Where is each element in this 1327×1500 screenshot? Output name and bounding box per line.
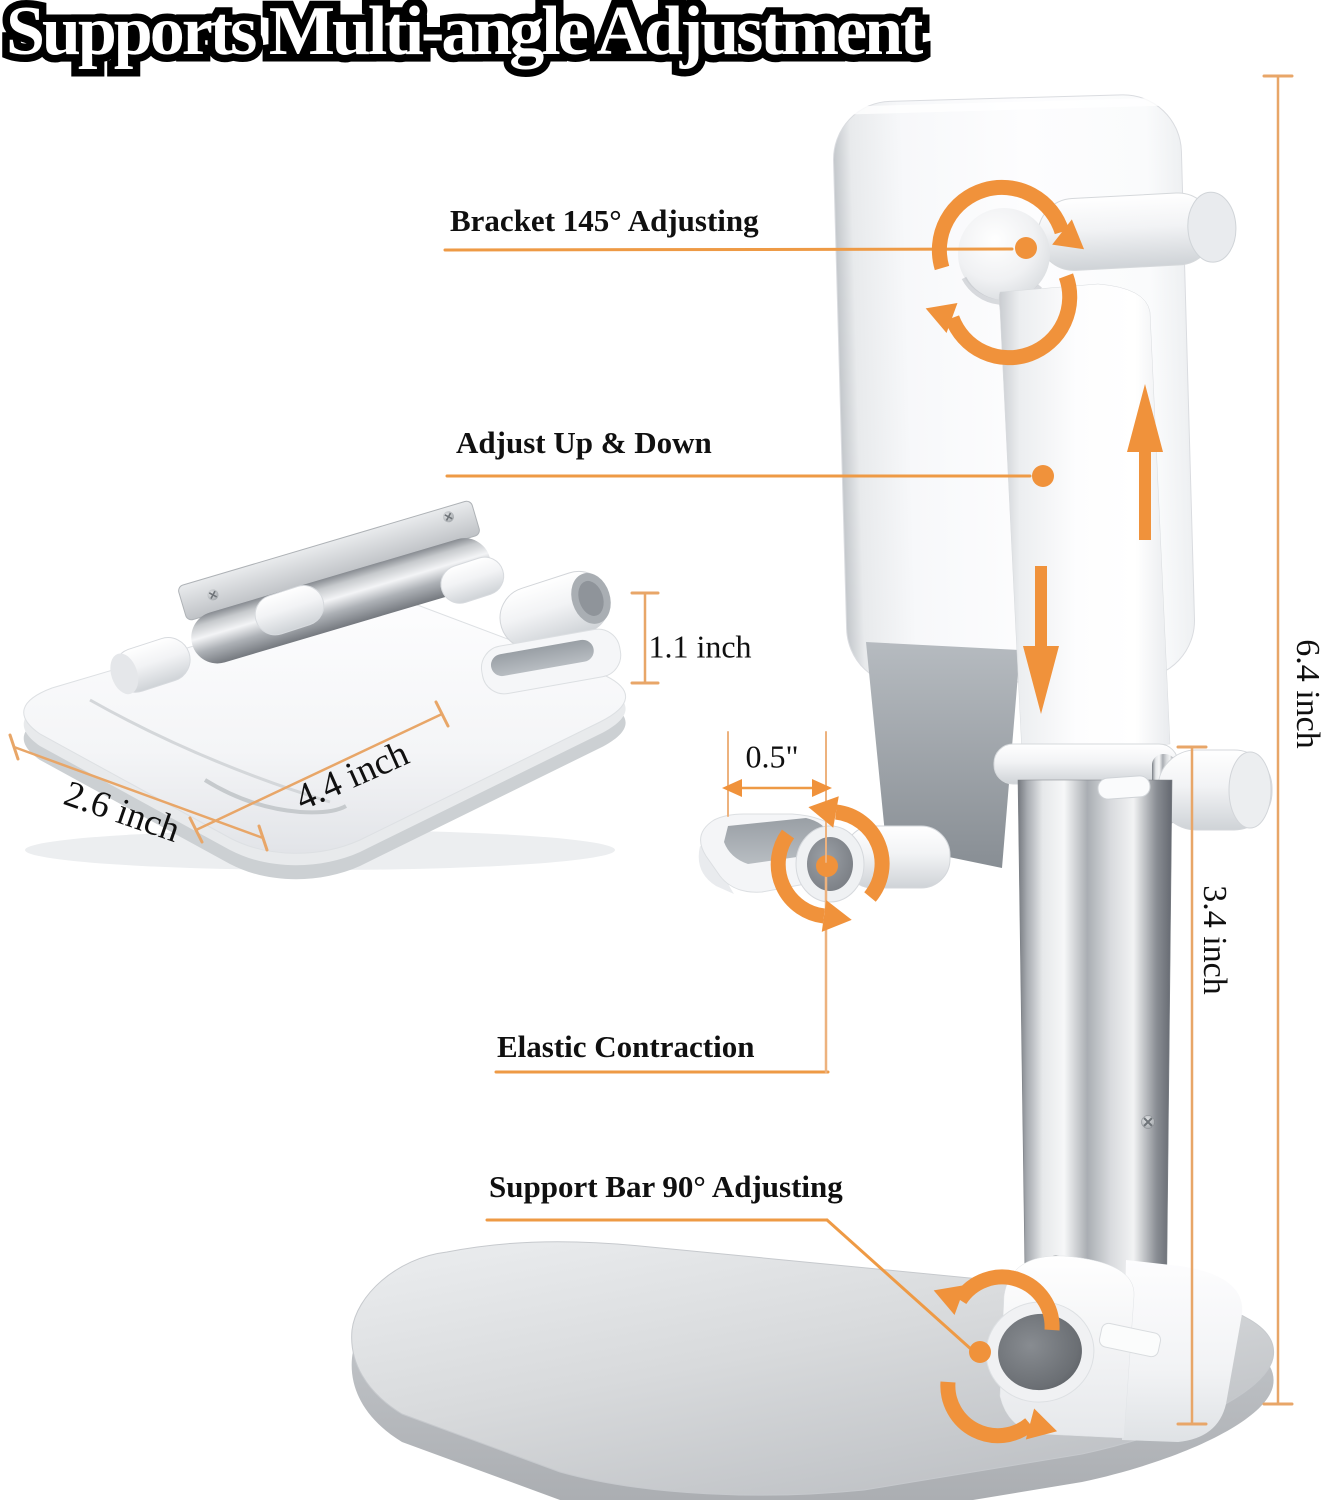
- screw-icon: [443, 511, 455, 523]
- callout-adjust-up-down: Adjust Up & Down: [456, 425, 712, 460]
- dimension-overall-height: [1262, 74, 1294, 1406]
- page-title-fill: Supports Multi-angle Adjustment: [6, 0, 923, 70]
- bracket-leader-dot: [1015, 237, 1037, 259]
- bracket-hinge-ball: [958, 208, 1050, 300]
- dimension-folded-depth: [8, 733, 269, 852]
- phone-tray-slab: [866, 642, 1020, 868]
- folded-hinges: [110, 556, 622, 695]
- pole-slot: [1097, 775, 1151, 800]
- rotate-arrows-bracket-hinge-icon: [925, 179, 1085, 366]
- arm-collar: [993, 743, 1179, 785]
- rotate-arrows-base-hinge-icon: [933, 1269, 1060, 1444]
- support-leader-dot: [969, 1341, 991, 1363]
- callout-bracket-adjusting: Bracket 145° Adjusting: [450, 203, 759, 238]
- callout-elastic-contraction: Elastic Contraction: [497, 1029, 755, 1064]
- dimension-folded-length: [188, 700, 450, 844]
- down-arrow-icon: [1023, 566, 1059, 714]
- screw-icon: [1141, 1115, 1155, 1129]
- dimension-label-hook-lip: 0.5": [745, 738, 799, 775]
- dimension-folded-height: [630, 591, 660, 685]
- hinge-latch-tab: [1098, 1322, 1162, 1358]
- bottom-hinge-opening: [985, 1301, 1095, 1403]
- elastic-leader-dot: [816, 855, 838, 877]
- page-title: Supports Multi-angle Adjustment Supports…: [0, 0, 931, 78]
- dimension-lower-pole-height: [1176, 745, 1208, 1426]
- support-leader-diagonal: [825, 1218, 974, 1352]
- folded-stand: [23, 500, 626, 880]
- bracket-leader-line: [443, 247, 1014, 252]
- bottom-hinge-back: [1122, 1260, 1243, 1442]
- callout-support-bar-adjusting: Support Bar 90° Adjusting: [489, 1169, 843, 1204]
- adjust-leader-dot: [1032, 465, 1054, 487]
- page-title-outline: Supports Multi-angle Adjustment: [0, 0, 931, 78]
- rotate-arrows-hook-hinge-icon: [770, 796, 890, 932]
- dimension-hook-lip: [722, 731, 832, 863]
- annotations: [8, 74, 1294, 1444]
- top-bracket: [1037, 191, 1237, 271]
- dimension-label-folded-height: 1.1 inch: [648, 628, 752, 665]
- up-arrow-icon: [1127, 384, 1163, 540]
- screw-icon: [207, 589, 219, 601]
- dimension-label-overall-height: 6.4 inch: [1289, 639, 1326, 749]
- dimension-label-lower-pole-height: 3.4 inch: [1196, 885, 1233, 995]
